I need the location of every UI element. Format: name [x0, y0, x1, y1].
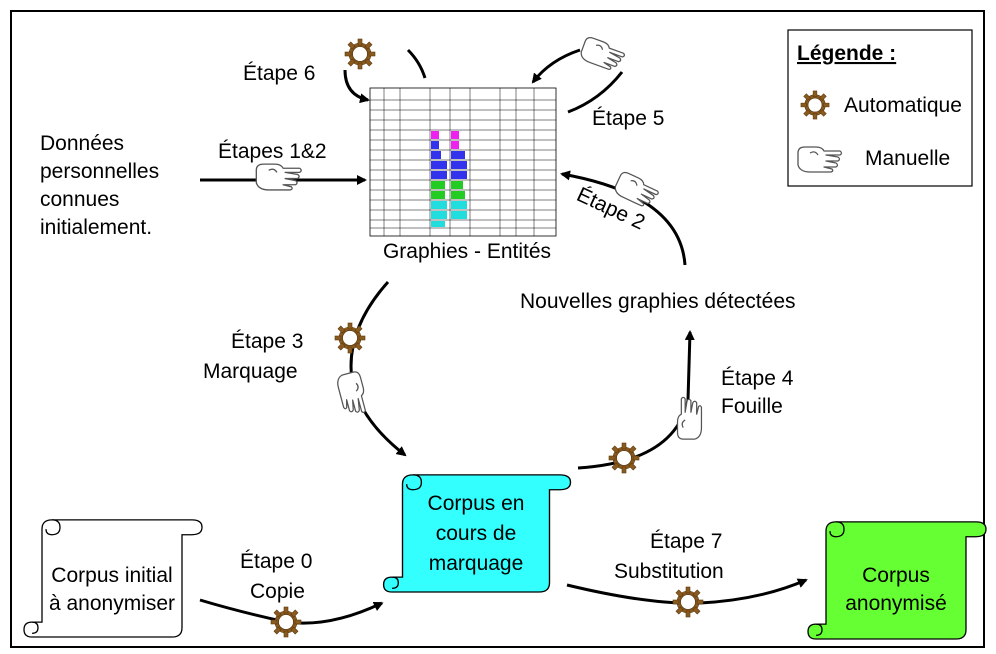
legend-automatic-label: Automatique — [844, 94, 962, 117]
step-0-label: Étape 0 — [240, 550, 312, 573]
gear-icon — [672, 586, 704, 618]
gear-icon — [334, 322, 366, 354]
step-4-label: Étape 4 — [721, 367, 794, 390]
gear-icon — [270, 606, 302, 638]
step-3-sublabel: Marquage — [203, 360, 298, 383]
hand-icon — [578, 35, 627, 74]
step-7-label: Étape 7 — [650, 530, 722, 553]
corpus-initial-line-1: Corpus initial — [51, 564, 172, 587]
step-5-label: Étape 5 — [592, 107, 664, 130]
arrow-step-2 — [560, 170, 687, 266]
corpus-anon-line-1: Corpus — [862, 564, 930, 587]
corpus-initial-line-2: à anonymiser — [49, 592, 175, 615]
legend-manual-label: Manuelle — [865, 147, 950, 170]
step-3-label: Étape 3 — [231, 330, 303, 353]
corpus-anon-line-2: anonymisé — [845, 592, 947, 615]
initial-data-text: Données personnelles connues initialemen… — [40, 132, 159, 239]
arrow-step-5 — [531, 48, 581, 84]
gear-icon — [344, 38, 376, 70]
initial-data-line-2: personnelles — [40, 160, 159, 183]
corpus-marking-line-2: cours de — [436, 522, 517, 545]
arrow-step-6 — [343, 69, 370, 104]
step-0-sublabel: Copie — [250, 580, 305, 603]
new-graphies-label: Nouvelles graphies détectées — [520, 290, 796, 313]
hand-icon — [255, 163, 302, 191]
hand-icon — [334, 370, 371, 418]
arrow-step-5-tail — [567, 71, 624, 114]
legend-box: Légende : Automatique Manuelle — [787, 29, 973, 187]
gear-icon — [608, 442, 640, 474]
initial-data-line-1: Données — [40, 132, 124, 155]
corpus-marking-line-3: marquage — [429, 552, 524, 575]
step-6-label: Étape 6 — [243, 62, 315, 85]
arrow-step-3 — [349, 280, 407, 457]
arrow-step-6-tail — [406, 48, 427, 79]
hand-icon — [676, 396, 703, 440]
corpus-anon-scroll: Corpus anonymisé — [807, 521, 987, 640]
frame-border — [10, 10, 985, 648]
step-7-sublabel: Substitution — [614, 560, 724, 583]
corpus-marking-scroll: Corpus en cours de marquage — [382, 474, 572, 593]
corpus-initial-scroll: Corpus initial à anonymiser — [23, 519, 203, 638]
legend-title: Légende : — [797, 42, 896, 65]
corpus-marking-line-1: Corpus en — [428, 492, 525, 515]
step-1-2-label: Étapes 1&2 — [218, 140, 327, 163]
gear-icon — [800, 90, 830, 120]
initial-data-line-4: initialement. — [40, 216, 152, 239]
step-4-sublabel: Fouille — [721, 395, 783, 418]
initial-data-line-3: connues — [40, 188, 119, 211]
graphies-table — [369, 87, 557, 237]
table-caption: Graphies - Entités — [383, 240, 551, 263]
